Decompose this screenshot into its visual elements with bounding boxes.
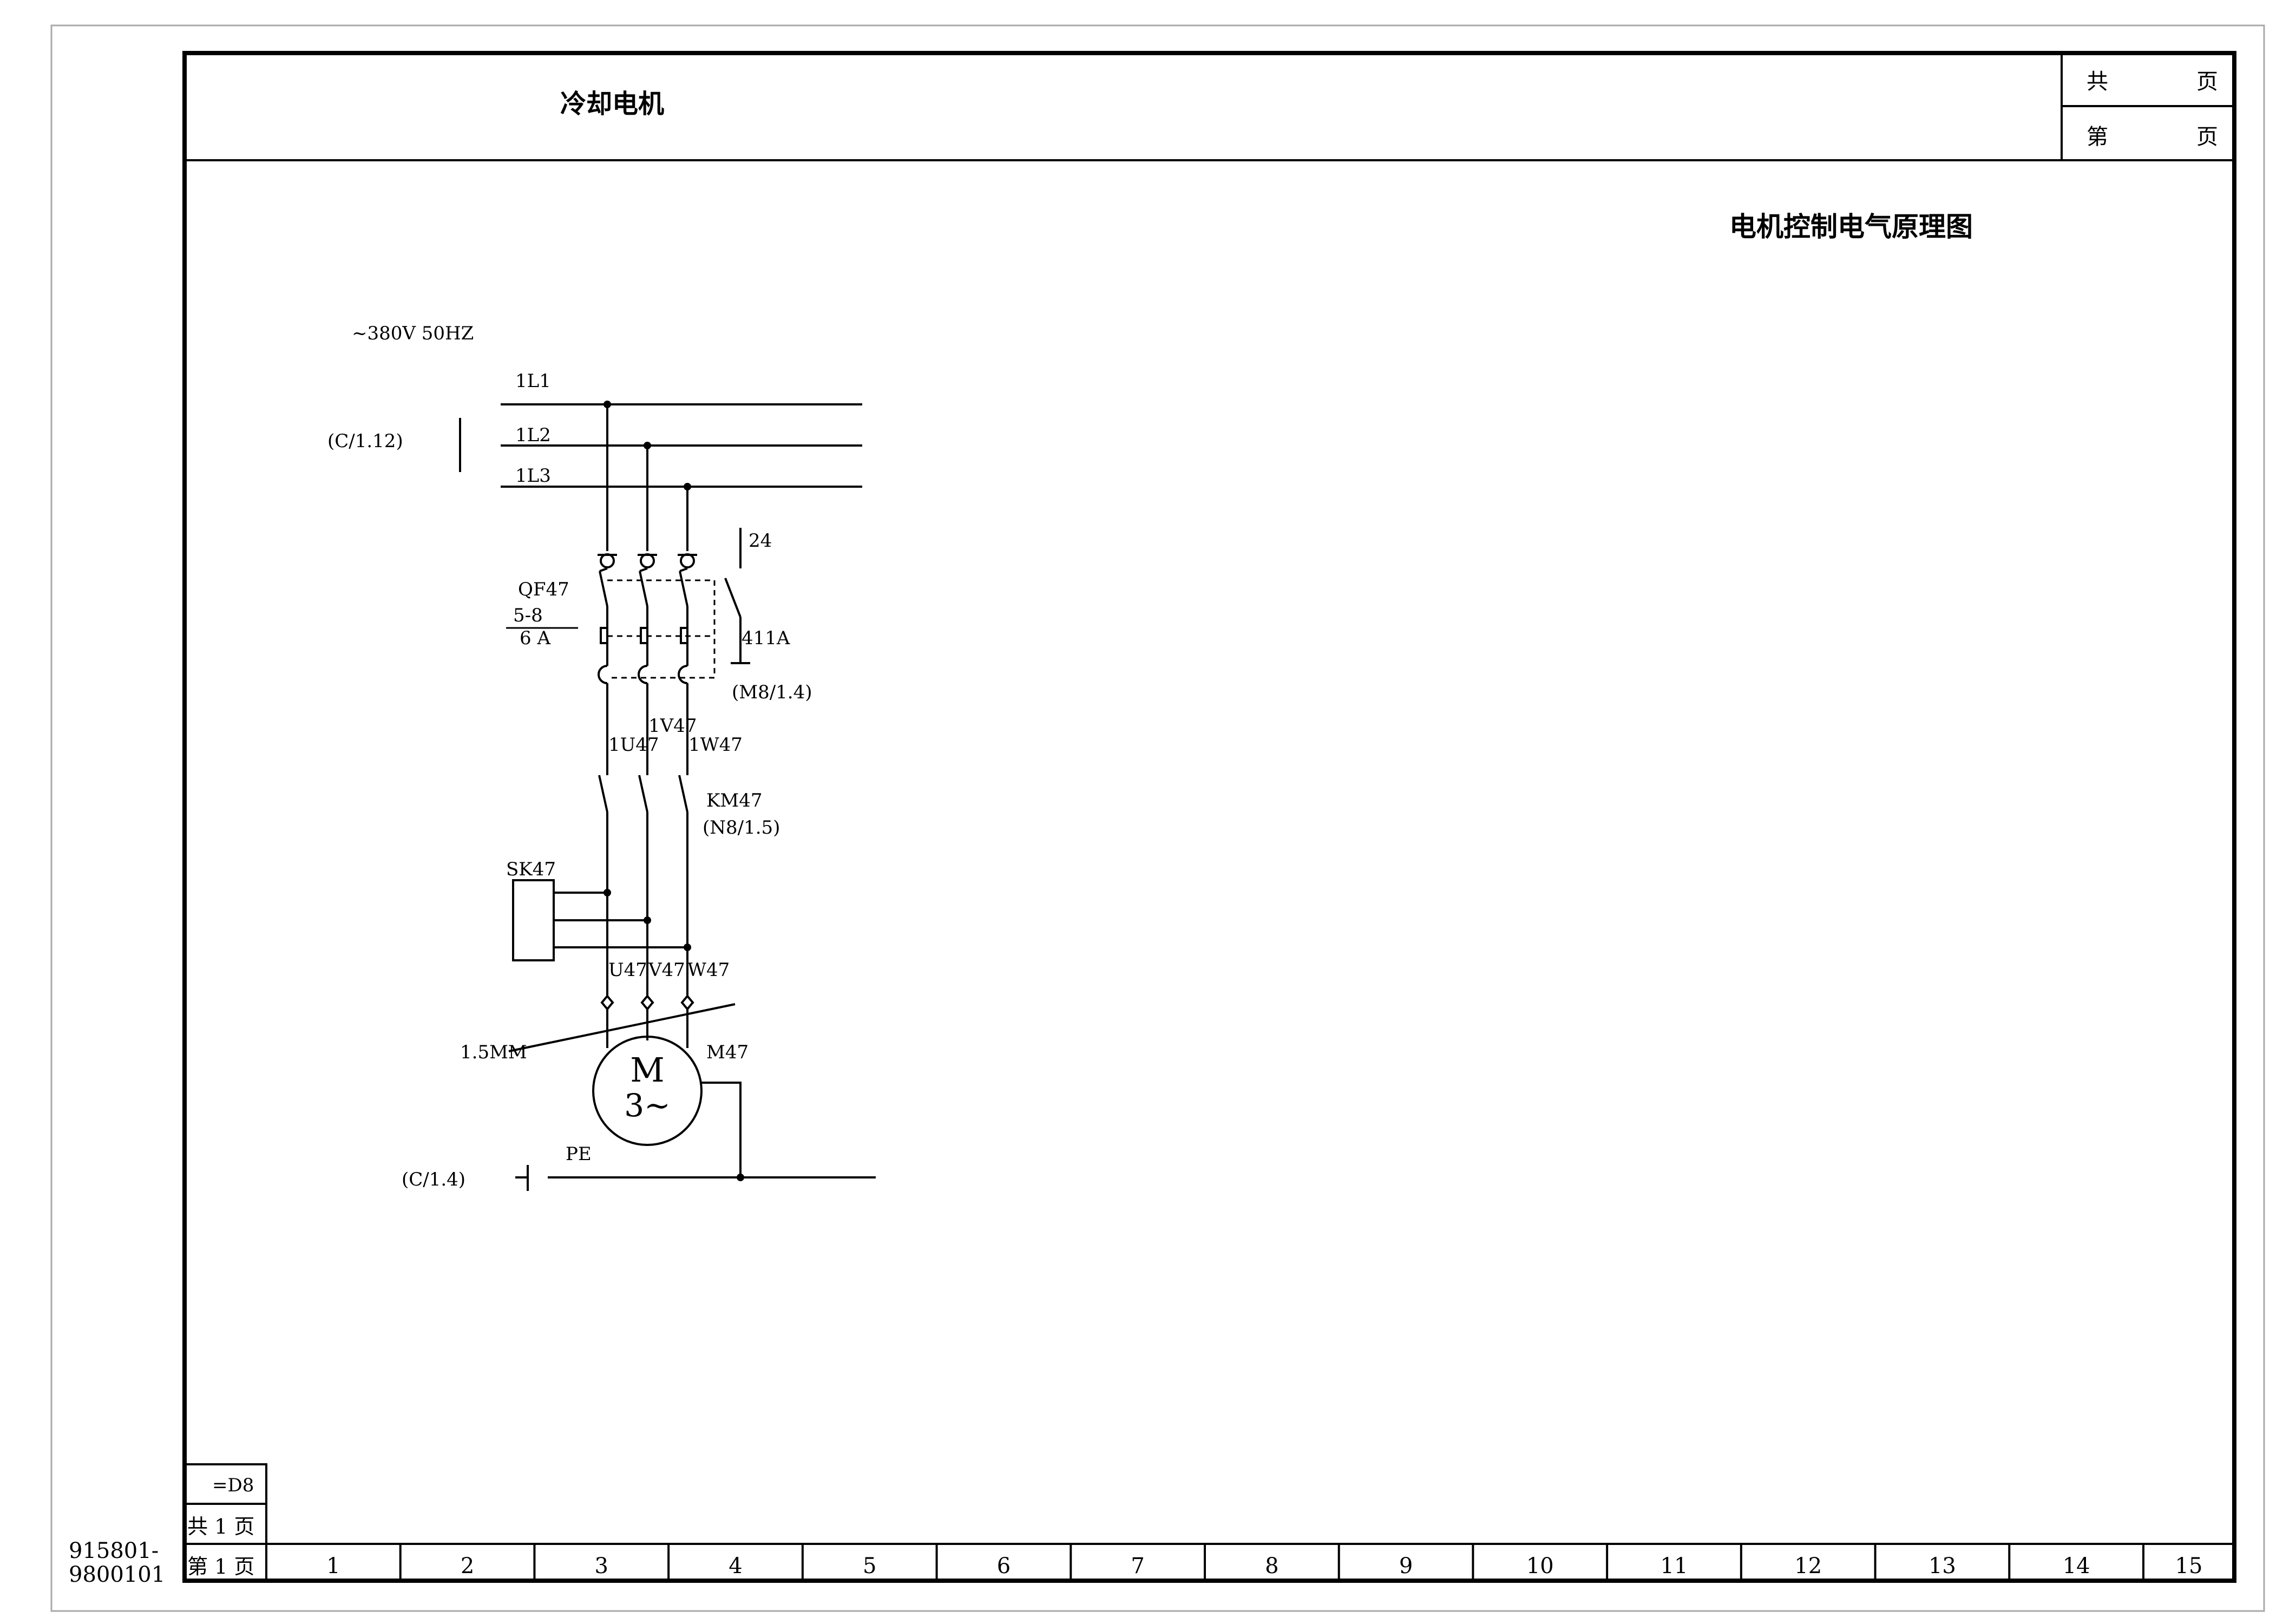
contactor-km47 (598, 758, 688, 1004)
breaker-aux-contact (724, 528, 750, 664)
protective-earth (515, 1082, 876, 1191)
supply-label: ~380V 50HZ (352, 323, 474, 344)
grid-column-number: 7 (1131, 1554, 1144, 1579)
contactor-tag: KM47 (706, 790, 762, 811)
total-pages-label: 共 (2087, 69, 2108, 94)
motor-tag: M47 (706, 1042, 749, 1063)
sensor-junctions (603, 889, 691, 951)
wire-label-u47: U47 (608, 959, 647, 981)
wire-label-1w47: 1W47 (688, 734, 743, 756)
grid-column-number: 5 (863, 1554, 876, 1579)
breaker-aux-number: 24 (749, 530, 772, 552)
pe-junction (737, 1174, 744, 1181)
cable-size: 1.5MM (460, 1042, 527, 1063)
outer-border (50, 24, 2265, 1612)
title-block (185, 1463, 2234, 1581)
wire-label-v47: V47 (648, 959, 685, 981)
grid-column-number: 9 (1399, 1554, 1413, 1579)
this-page: 第 1 页 (187, 1555, 254, 1579)
grid-column-number: 4 (729, 1554, 742, 1579)
breaker-aux-wire: 411A (742, 627, 790, 649)
motor-phase: 3~ (624, 1087, 671, 1124)
drawing-number-1: 915801- (69, 1538, 159, 1563)
line-label-l3: 1L3 (515, 465, 551, 487)
grid-column-number: 8 (1265, 1554, 1278, 1579)
motor-terminals (600, 994, 694, 1011)
wire-label-1u47: 1U47 (608, 734, 659, 756)
drawing-title: 电机控制电气原理图 (1729, 211, 1973, 243)
breaker-aux-reference: (M8/1.4) (732, 682, 812, 703)
motor-leads (508, 1003, 736, 1052)
grid-column-number: 1 (326, 1554, 340, 1579)
wire-label-1v47: 1V47 (648, 715, 697, 737)
grid-column-number: 3 (595, 1554, 608, 1579)
line-label-l1: 1L1 (515, 370, 551, 392)
motor-symbol: M (630, 1050, 664, 1090)
breaker-setting: 6 A (520, 627, 550, 649)
grid-column-number: 11 (1661, 1554, 1688, 1579)
busbars (459, 403, 862, 488)
grid-column-number: 12 (1794, 1554, 1822, 1579)
sensor-connections (554, 892, 687, 948)
breaker-tag: QF47 (518, 579, 569, 600)
grid-column-number: 13 (1928, 1554, 1956, 1579)
page-number-unit: 页 (2196, 125, 2218, 149)
line-label-l2: 1L2 (515, 424, 551, 446)
location-code: =D8 (212, 1475, 254, 1496)
drawing-number-2: 9800101 (69, 1562, 165, 1587)
grid-column-number: 10 (1526, 1554, 1554, 1579)
total-pages-unit: 页 (2196, 69, 2218, 94)
pe-label: PE (566, 1143, 592, 1165)
grid-column-number: 6 (997, 1554, 1011, 1579)
wire-label-w47: W47 (687, 959, 730, 981)
sensor-tag: SK47 (506, 859, 556, 880)
total-pages: 共 1 页 (187, 1515, 254, 1538)
source-reference: (C/1.12) (327, 430, 403, 452)
contactor-reference: (N8/1.5) (703, 817, 780, 839)
grid-column-number: 15 (2175, 1554, 2203, 1579)
motor-m47 (592, 1036, 703, 1146)
header-title: 冷却电机 (560, 89, 664, 119)
grid-column-number: 14 (2063, 1554, 2090, 1579)
sensor-sk47 (512, 879, 555, 961)
breaker-mechanical-link (607, 579, 716, 679)
grid-column-number: 2 (461, 1554, 474, 1579)
pe-reference: (C/1.4) (402, 1169, 465, 1190)
drawing-frame (182, 51, 2236, 1583)
breaker-range: 5-8 (513, 605, 543, 626)
page-number-label: 第 (2087, 125, 2108, 149)
